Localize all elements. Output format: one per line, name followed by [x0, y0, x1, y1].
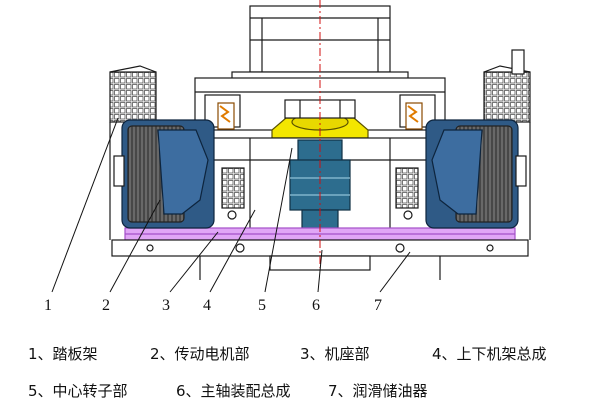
- legend-item-7: 7、润滑储油器: [328, 382, 428, 400]
- legend-item-4: 4、上下机架总成: [432, 345, 547, 363]
- legend-item-2: 2、传动电机部: [150, 345, 250, 363]
- pedal-frame-right: [483, 49, 531, 240]
- legend-item-6: 6、主轴装配总成: [176, 382, 291, 400]
- drive-motor-right: [425, 119, 527, 229]
- legend-item-3: 3、机座部: [300, 345, 370, 363]
- callout-1: 1: [44, 297, 52, 314]
- pedal-frame-left: [109, 65, 157, 240]
- callout-5: 5: [258, 297, 266, 314]
- callout-2: 2: [102, 297, 110, 314]
- drive-motor-left: [113, 119, 215, 229]
- callout-leaders: [51, 117, 411, 293]
- callout-3: 3: [162, 297, 170, 314]
- callout-7: 7: [374, 297, 382, 314]
- callout-6: 6: [312, 297, 320, 314]
- callout-4: 4: [203, 297, 211, 314]
- legend-item-5: 5、中心转子部: [28, 382, 128, 400]
- drive-belt: [124, 227, 516, 241]
- legend-item-1: 1、踏板架: [28, 345, 98, 363]
- crusher-diagram: 1 2 3 4 5 6 7: [44, 0, 531, 314]
- lubrication-fitting: [217, 102, 423, 130]
